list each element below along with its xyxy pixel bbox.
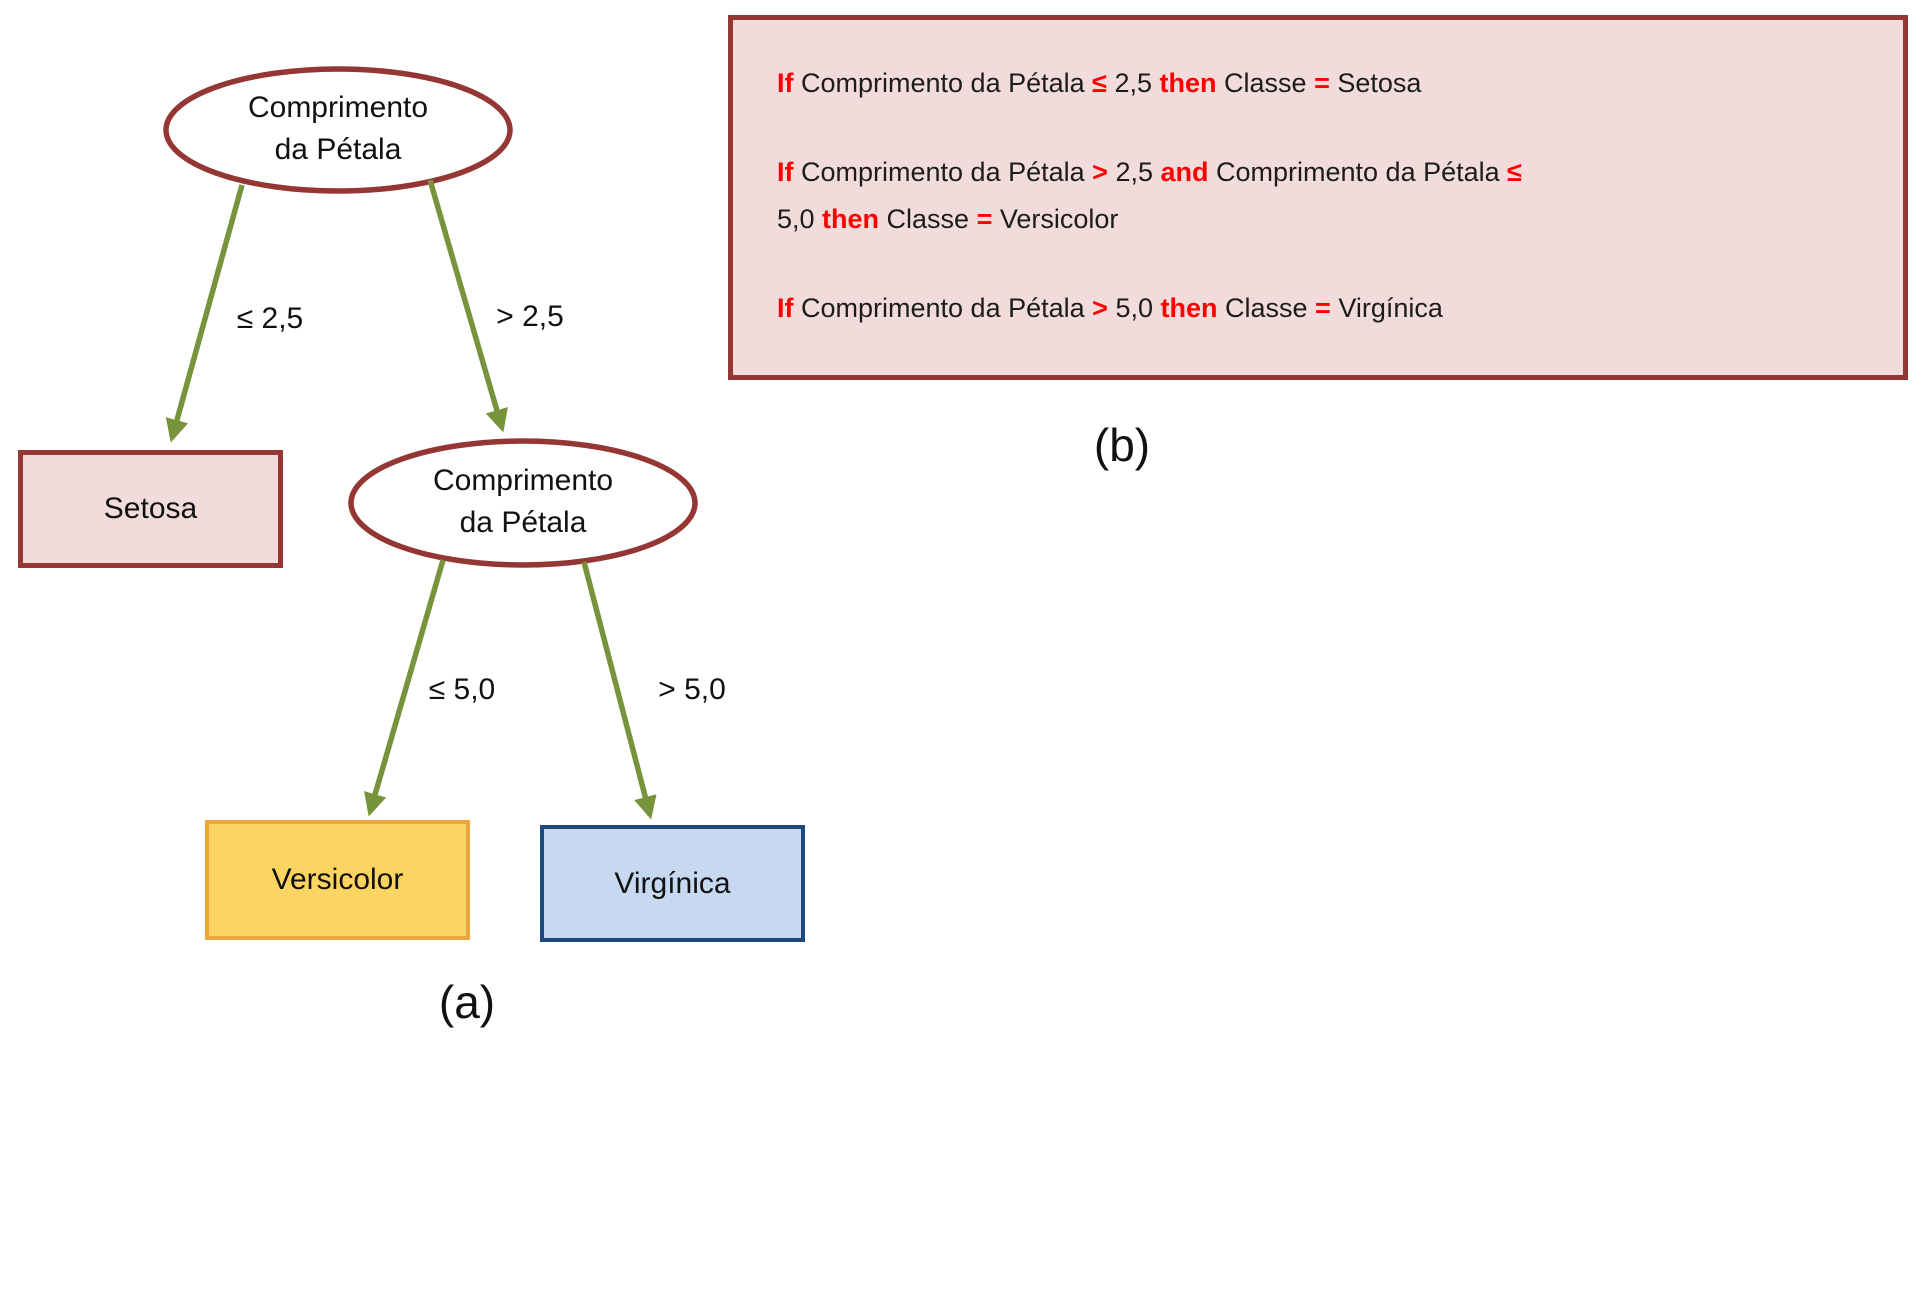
edge-internal-to-virginica-arrow (581, 561, 657, 820)
rule-keyword: > (1092, 157, 1108, 187)
rule-setosa: If Comprimento da Pétala ≤ 2,5 then Clas… (777, 60, 1567, 107)
rule-text: Comprimento da Pétala (1208, 157, 1508, 187)
edge-label-le-2-5: ≤ 2,5 (236, 302, 304, 335)
rule-keyword: = (1314, 68, 1330, 98)
rule-text: Comprimento da Pétala (801, 157, 1093, 187)
rule-keyword: then (1159, 68, 1217, 98)
rule-text: Classe (879, 204, 977, 234)
root-node-ellipse (163, 66, 513, 194)
rule-keyword: ≤ (1092, 68, 1107, 98)
rule-keyword: then (822, 204, 880, 234)
internal-node-label: Comprimento da Pétala (432, 464, 614, 539)
rule-keyword: then (1160, 293, 1218, 323)
rule-text: Virgínica (1330, 293, 1443, 323)
rule-keyword: If (777, 293, 801, 323)
rules-panel: If Comprimento da Pétala ≤ 2,5 then Clas… (728, 15, 1908, 380)
leaf-node-versicolor: Versicolor (205, 820, 470, 940)
caption-a: (a) (438, 976, 496, 1028)
rule-text: 5,0 (1107, 293, 1161, 323)
edge-label-le-5-0: ≤ 5,0 (428, 673, 496, 706)
rule-text: 2,5 (1107, 157, 1161, 187)
rule-keyword: If (777, 68, 801, 98)
rule-versicolor: If Comprimento da Pétala > 2,5 and Compr… (777, 149, 1567, 243)
edge-label-gt-5-0: > 5,0 (658, 673, 726, 706)
rule-keyword: = (1315, 293, 1331, 323)
rule-text: Setosa (1329, 68, 1422, 98)
edge-root-to-setosa-arrow (165, 184, 245, 443)
rule-text: Versicolor (992, 204, 1119, 234)
leaf-node-virginica: Virgínica (540, 825, 805, 942)
rule-keyword: If (777, 157, 801, 187)
rule-keyword: ≤ (1507, 157, 1522, 187)
rule-keyword: = (976, 204, 993, 234)
rule-keyword: and (1160, 157, 1209, 187)
caption-b: (b) (1093, 419, 1151, 471)
rule-keyword: > (1092, 293, 1108, 323)
root-node-label: Comprimento da Pétala (247, 91, 429, 166)
edge-label-gt-2-5: > 2,5 (496, 300, 564, 333)
rule-virginica: If Comprimento da Pétala > 5,0 then Clas… (777, 285, 1567, 332)
rule-text: Classe (1217, 293, 1316, 323)
edge-root-to-internal-arrow (427, 179, 508, 433)
rule-text: Comprimento da Pétala (801, 293, 1093, 323)
rule-text: Classe (1216, 68, 1315, 98)
leaf-node-setosa: Setosa (18, 450, 283, 568)
rule-text: 2,5 (1106, 68, 1160, 98)
rule-text: Comprimento da Pétala (801, 68, 1093, 98)
internal-node-ellipse (348, 438, 698, 568)
edge-internal-to-versicolor-arrow (364, 559, 446, 817)
rule-text: 5,0 (777, 204, 823, 234)
